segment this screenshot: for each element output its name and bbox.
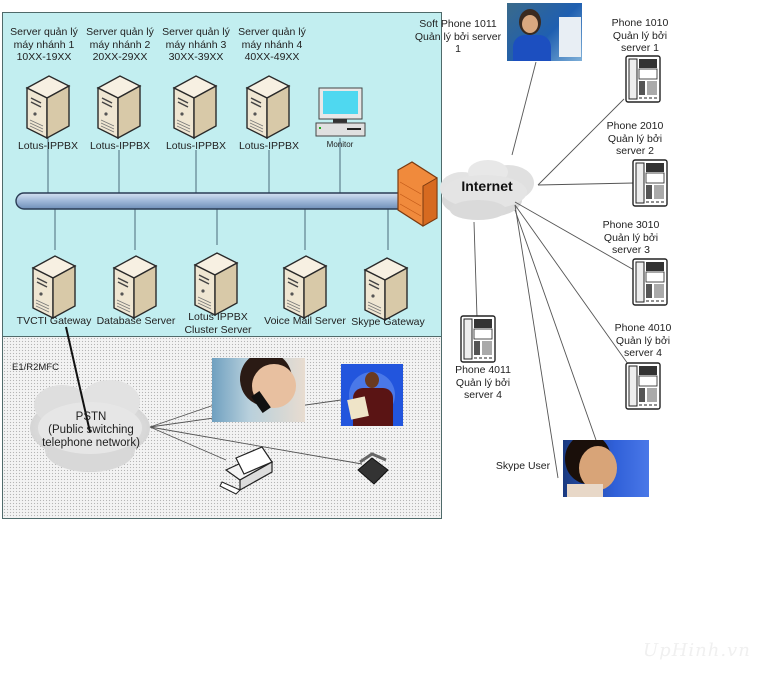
phone-4010-label: Phone 4010 Quản lý bởi server 4 <box>614 322 672 359</box>
bus-drops <box>47 108 389 250</box>
voice-mail-server-label: Voice Mail Server <box>264 315 346 327</box>
phone-1010-label: Phone 1010 Quản lý bởi server 1 <box>611 17 669 54</box>
internet-label: Internet <box>461 178 513 194</box>
phone-4011-label: Phone 4011 Quản lý bởi server 4 <box>455 364 511 401</box>
server-3-title: Server quản lý máy nhánh 3 30XX-39XX <box>162 26 230 63</box>
server-1-title: Server quản lý máy nhánh 1 10XX-19XX <box>10 26 78 63</box>
tvcti-gateway-label: TVCTI Gateway <box>16 315 92 327</box>
softphone-label: Soft Phone 1011 Quản lý bởi server 1 <box>414 18 502 55</box>
watermark: UpHinh.vn <box>643 640 751 661</box>
server-4-label: Lotus-IPPBX <box>238 140 300 152</box>
server-2-title: Server quản lý máy nhánh 2 20XX-29XX <box>86 26 154 63</box>
monitor-icon <box>315 87 366 137</box>
monitor-label: Monitor <box>326 140 354 149</box>
ip-phone-icon <box>632 258 668 306</box>
server-icon <box>26 75 70 139</box>
server-icon <box>246 75 290 139</box>
businessman-photo <box>341 364 403 426</box>
e1-r2mfc-label: E1/R2MFC <box>12 362 59 373</box>
server-icon <box>32 255 76 319</box>
server-icon <box>173 75 217 139</box>
server-4-title: Server quản lý máy nhánh 4 40XX-49XX <box>238 26 306 63</box>
phone-3010-label: Phone 3010 Quản lý bởi server 3 <box>602 219 660 256</box>
e1-trunk-line <box>65 326 91 433</box>
server-icon <box>97 75 141 139</box>
server-2-label: Lotus-IPPBX <box>89 140 151 152</box>
pstn-label: PSTN (Public switching telephone network… <box>42 411 140 449</box>
server-icon <box>364 257 408 321</box>
lan-bus <box>15 192 415 210</box>
server-icon <box>113 255 157 319</box>
internet-cloud-icon <box>440 160 534 220</box>
database-server-label: Database Server <box>96 315 176 327</box>
ip-phone-icon <box>625 362 661 410</box>
skype-user-label: Skype User <box>495 460 551 472</box>
server-icon <box>194 252 238 316</box>
softphone-user-photo <box>507 3 582 61</box>
server-1-label: Lotus-IPPBX <box>17 140 79 152</box>
phone-2010-label: Phone 2010 Quản lý bởi server 2 <box>606 120 664 157</box>
firewall-icon <box>397 161 438 227</box>
cluster-server-label: Lotus IPPBX Cluster Server <box>184 311 252 336</box>
ip-phone-icon <box>632 159 668 207</box>
telephone-icon <box>357 452 389 485</box>
server-3-label: Lotus-IPPBX <box>165 140 227 152</box>
fax-icon <box>219 446 274 495</box>
ip-phone-icon <box>460 315 496 363</box>
skype-user-photo <box>563 440 649 497</box>
internet-links <box>473 61 635 479</box>
server-icon <box>283 255 327 319</box>
skype-gateway-label: Skype Gateway <box>351 316 425 328</box>
ip-phone-icon <box>625 55 661 103</box>
mobile-caller-photo <box>212 358 305 422</box>
